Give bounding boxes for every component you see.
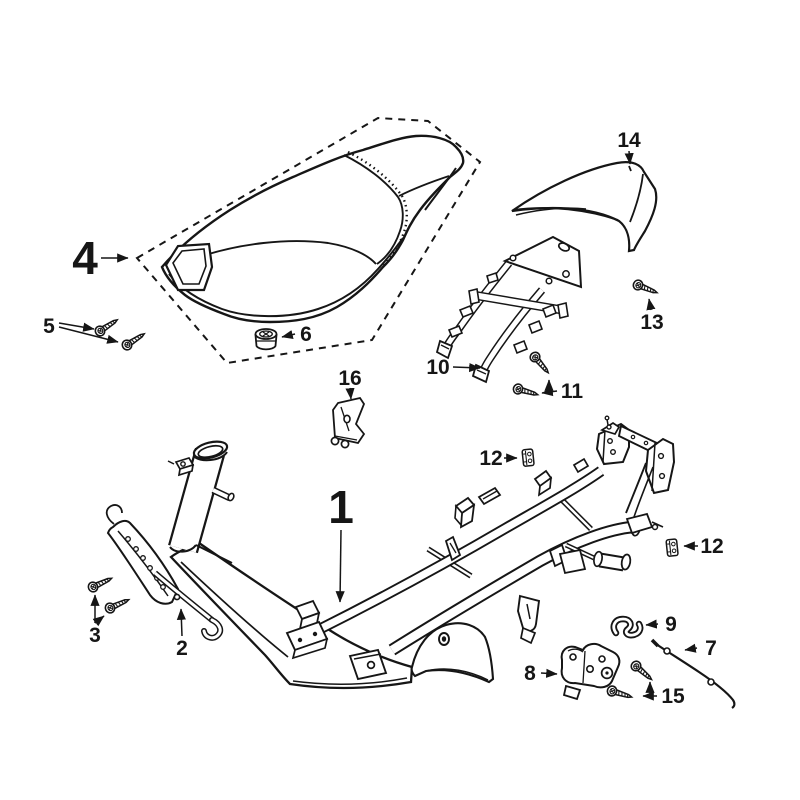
frame-pivot-bushing xyxy=(558,548,632,575)
leader-6 xyxy=(281,330,296,340)
part-label-3: 3 xyxy=(89,624,101,647)
hook-bracket-illustration xyxy=(610,615,644,639)
frame-seat-catch xyxy=(517,594,541,645)
leader-5a xyxy=(58,322,95,332)
floor-bracket-illustration xyxy=(105,504,224,641)
seat-bumper-illustration xyxy=(254,328,278,351)
part-label-7: 7 xyxy=(705,637,717,660)
part-label-14: 14 xyxy=(617,129,641,152)
part-label-9: 9 xyxy=(665,613,677,636)
frame-rear-towers xyxy=(595,415,676,535)
frame-spar-brackets xyxy=(285,599,388,681)
part-label-15: 15 xyxy=(661,685,685,708)
leader-8 xyxy=(540,668,558,678)
frame-tabs xyxy=(444,457,590,568)
saddle-illustration xyxy=(160,134,465,324)
frame-fin xyxy=(410,622,495,684)
leader-1 xyxy=(335,529,345,603)
part-label-5: 5 xyxy=(43,315,55,338)
frame-illustration xyxy=(167,415,676,690)
small-bracket-illustration xyxy=(330,396,366,449)
leader-5b xyxy=(58,326,119,344)
part-label-11: 11 xyxy=(561,380,584,403)
leader-11 xyxy=(541,387,558,397)
part-label-12b: 12 xyxy=(700,535,723,558)
part-label-12a: 12 xyxy=(479,447,502,470)
callout-labels: 4 5 6 14 13 10 11 16 12 1 12 3 2 9 7 8 1… xyxy=(43,129,724,708)
leader-7 xyxy=(684,643,698,653)
part-label-13: 13 xyxy=(640,311,663,334)
seat-lock-illustration xyxy=(560,642,621,701)
leader-13 xyxy=(646,298,656,311)
part-label-1: 1 xyxy=(328,481,354,533)
part-label-16: 16 xyxy=(338,367,361,390)
part-label-8: 8 xyxy=(524,662,536,685)
seat-screws-illustration xyxy=(92,314,148,353)
leader-14 xyxy=(624,150,634,165)
lock-cable-illustration xyxy=(650,638,736,709)
floor-bracket-screws-illustration xyxy=(85,573,132,616)
part-label-10: 10 xyxy=(426,356,449,379)
leader-2 xyxy=(176,608,186,637)
part-label-2: 2 xyxy=(176,637,188,660)
leader-lines xyxy=(58,150,698,701)
rear-cowl-illustration xyxy=(511,161,658,253)
part-label-6: 6 xyxy=(300,323,312,346)
leader-3b xyxy=(92,615,105,627)
seat-assembly-boundary xyxy=(135,116,482,365)
leader-9 xyxy=(645,619,659,629)
rear-carrier-illustration xyxy=(435,235,583,384)
part-label-4: 4 xyxy=(72,232,98,284)
leader-16 xyxy=(345,387,355,400)
leader-10 xyxy=(452,363,481,373)
